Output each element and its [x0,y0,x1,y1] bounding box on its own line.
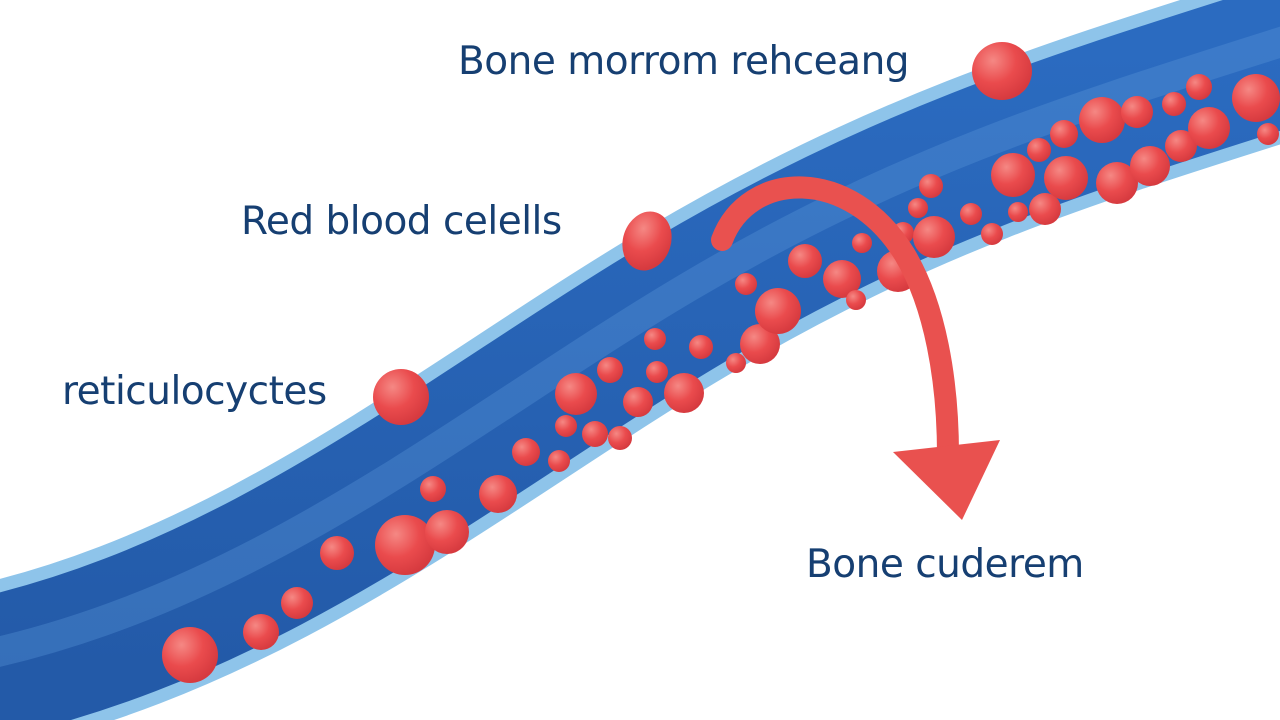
red-blood-cell-icon [846,290,866,310]
red-blood-cell-icon [623,387,653,417]
red-blood-cell-icon [512,438,540,466]
red-blood-cell-icon [320,536,354,570]
red-blood-cell-icon [281,587,313,619]
label-bone-marrow: Bone morrom rehceang [458,39,910,84]
red-blood-cell-icon [597,357,623,383]
red-blood-cell-icon [243,614,279,650]
red-blood-cell-icon [1232,74,1280,122]
red-blood-cell-icon [1162,92,1186,116]
red-blood-cell-icon [852,233,872,253]
red-blood-cell-icon [555,415,577,437]
red-blood-cell-icon [726,353,746,373]
red-blood-cell-icon [644,328,666,350]
red-blood-cell-icon [582,421,608,447]
red-blood-cell-icon [991,153,1035,197]
red-blood-cell-icon [420,476,446,502]
red-blood-cell-icon [664,373,704,413]
red-blood-cell-icon [1165,130,1197,162]
red-blood-cell-icon [919,174,943,198]
red-blood-cell-icon [960,203,982,225]
red-blood-cell-icon [646,361,668,383]
red-blood-cell-icon [908,198,928,218]
red-blood-cell-icon [981,223,1003,245]
red-blood-cell-icon [788,244,822,278]
red-blood-cell-icon [735,273,757,295]
red-blood-cell-icon [1121,96,1153,128]
red-blood-cell-icon [162,627,218,683]
red-blood-cell-icon [1029,193,1061,225]
red-blood-cell-icon [1188,107,1230,149]
red-blood-cell-icon [1186,74,1212,100]
red-blood-cell-icon [1130,146,1170,186]
red-blood-cell-icon [1257,123,1279,145]
red-blood-cell-icon [689,335,713,359]
loose-red-blood-cells [373,42,1032,425]
label-red-blood-cells: Red blood celells [241,199,562,244]
red-blood-cell-icon [1096,162,1138,204]
curved-arrow-shaft [711,176,959,466]
red-blood-cell-icon [1027,138,1051,162]
label-reticulocytes: reticulocyctes [62,369,327,414]
red-blood-cell-icon [375,515,435,575]
red-blood-cell-icon [479,475,517,513]
label-bone-bottom: Bone cuderem [806,542,1084,587]
red-blood-cell-icon [548,450,570,472]
curved-arrow-head [893,440,1000,520]
red-blood-cell-icon [608,426,632,450]
red-blood-cell-icon [972,42,1032,100]
red-blood-cell-icon [1079,97,1125,143]
red-blood-cell-icon [555,373,597,415]
red-blood-cell-icon [1008,202,1028,222]
red-blood-cell-icon [425,510,469,554]
red-blood-cell-icon [373,369,429,425]
red-blood-cell-icon [823,260,861,298]
red-blood-cell-icon [755,288,801,334]
red-blood-cell-icon [1044,156,1088,200]
red-blood-cell-icon [1050,120,1078,148]
curved-arrow-icon [711,176,1000,520]
red-blood-cell-icon [740,324,780,364]
red-blood-cell-icon [913,216,955,258]
red-blood-cell-icon [622,211,672,271]
